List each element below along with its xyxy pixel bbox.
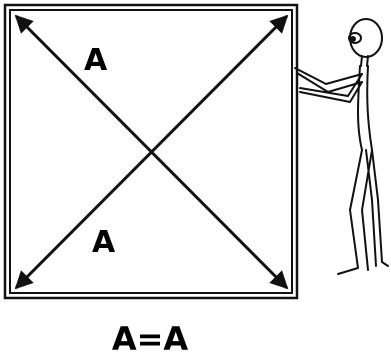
diagonal-label-lower: A <box>92 225 116 260</box>
stick-figure <box>295 19 388 274</box>
equation-text: A=A <box>112 320 189 358</box>
diagonal-label-upper: A <box>84 43 108 78</box>
